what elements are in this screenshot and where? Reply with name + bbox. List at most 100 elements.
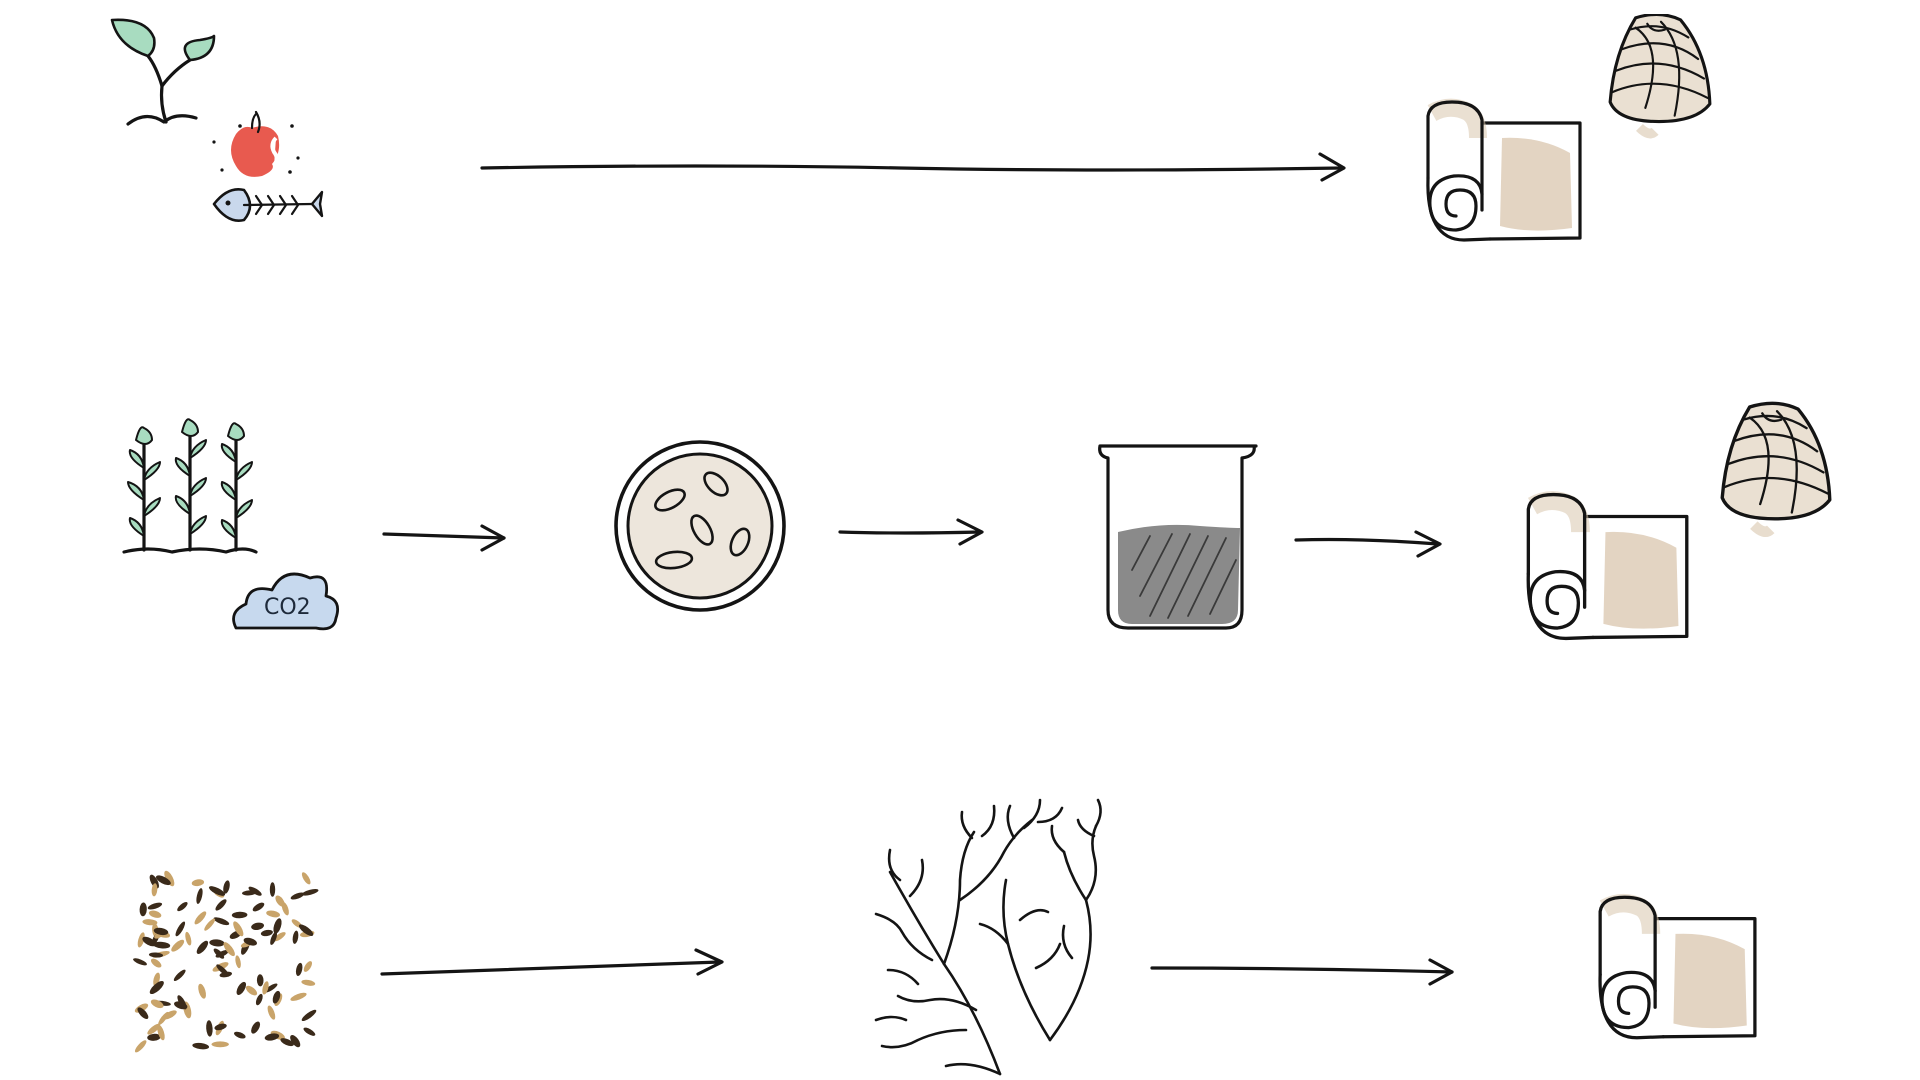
grain-seed — [192, 1042, 210, 1050]
grain-seed — [139, 902, 147, 917]
grain-seed — [301, 979, 316, 986]
grain-seed — [215, 899, 227, 911]
grain-seed — [251, 1021, 261, 1034]
grain-seed — [223, 880, 230, 894]
grain-seed — [235, 955, 241, 969]
grain-seed — [290, 992, 307, 1001]
arrow-right-icon — [480, 152, 1346, 182]
grain-seed — [280, 1038, 294, 1047]
grain-seed — [147, 1023, 161, 1035]
grain-seed — [171, 939, 185, 952]
row-mycelium — [133, 798, 1755, 1076]
fabric-roll-icon — [1528, 495, 1687, 639]
arrow-right-icon — [1294, 530, 1442, 558]
grain-seed — [269, 882, 276, 897]
grain-seed — [262, 981, 269, 995]
apple-core-icon — [212, 110, 300, 177]
sprout-icon — [110, 18, 216, 126]
grain-seed — [153, 941, 171, 949]
grain-seed — [147, 902, 163, 910]
grain-seed — [196, 940, 209, 954]
petri-dish-icon — [614, 440, 786, 612]
grain-seed — [234, 1031, 246, 1039]
grain-seed — [214, 1023, 227, 1031]
co2-label: CO2 — [264, 595, 311, 620]
arrow-right-icon — [838, 518, 984, 546]
grain-seed — [295, 962, 303, 976]
grains-icon — [133, 870, 319, 1053]
grain-seed — [208, 886, 226, 896]
grain-seed — [204, 918, 216, 931]
grain-seed — [147, 1033, 161, 1041]
grain-seed — [290, 892, 305, 900]
grain-seed — [223, 942, 235, 957]
row-food-waste — [110, 14, 1710, 240]
grain-seed — [206, 1020, 213, 1037]
grain-seed — [158, 1011, 169, 1026]
grain-seed — [242, 890, 257, 896]
grain-seed — [303, 961, 313, 972]
grain-seed — [303, 1027, 316, 1036]
grain-seed — [194, 911, 207, 925]
grain-seed — [150, 999, 164, 1009]
grain-seed — [301, 872, 311, 885]
grain-seed — [213, 917, 230, 926]
grain-seed — [233, 921, 244, 937]
yarn-cone-icon — [1610, 14, 1710, 133]
grain-seed — [177, 995, 187, 1010]
grain-seed — [191, 879, 205, 887]
grain-seed — [215, 949, 229, 958]
grain-seed — [196, 888, 203, 904]
grain-seed — [137, 1007, 149, 1020]
grain-seed — [236, 981, 247, 995]
grain-seed — [151, 883, 158, 897]
fish-bone-icon — [212, 188, 324, 222]
grain-seed — [148, 952, 164, 958]
grain-seed — [153, 927, 169, 936]
grain-seed — [290, 1034, 301, 1048]
grain-seed — [252, 902, 265, 912]
grain-seed — [255, 993, 263, 1006]
grain-seed — [134, 1040, 147, 1053]
grain-seed — [209, 939, 225, 947]
grain-seed — [270, 931, 278, 945]
beaker-icon — [1098, 444, 1258, 630]
grain-seed — [256, 974, 264, 987]
grain-seed — [164, 870, 175, 887]
grain-seed — [177, 902, 188, 912]
grain-seed — [185, 931, 192, 946]
row-bacterial-cellulose: CO2 — [122, 403, 1830, 639]
plants-icon — [122, 418, 258, 554]
grain-seed — [245, 985, 258, 996]
grain-seed — [157, 1024, 165, 1041]
grain-seed — [173, 969, 186, 982]
grain-seed — [292, 930, 299, 944]
grain-seed — [264, 1033, 280, 1041]
grain-seed — [150, 958, 162, 968]
grain-seed — [175, 921, 186, 937]
grain-seed — [133, 958, 147, 966]
grain-seed — [273, 932, 286, 942]
grain-seed — [275, 895, 285, 907]
co2-cloud-icon: CO2 — [232, 572, 340, 631]
grain-seed — [216, 964, 229, 976]
grain-seed — [298, 924, 314, 936]
grain-seed — [301, 1009, 317, 1022]
grain-seed — [273, 918, 282, 934]
grain-seed — [148, 910, 162, 918]
grain-seed — [231, 911, 248, 919]
grain-seed — [267, 1005, 276, 1020]
grain-seed — [272, 990, 281, 1004]
fabric-roll-icon — [1600, 897, 1755, 1038]
grain-seed — [260, 929, 273, 937]
grain-seed — [251, 922, 265, 931]
arrow-right-icon — [1150, 958, 1454, 986]
grain-seed — [301, 889, 319, 896]
grain-seed — [137, 932, 145, 948]
grain-seed — [149, 980, 164, 995]
grain-seed — [155, 875, 171, 886]
grain-seed — [266, 910, 280, 918]
grain-seed — [198, 983, 206, 999]
arrow-right-icon — [380, 948, 724, 976]
